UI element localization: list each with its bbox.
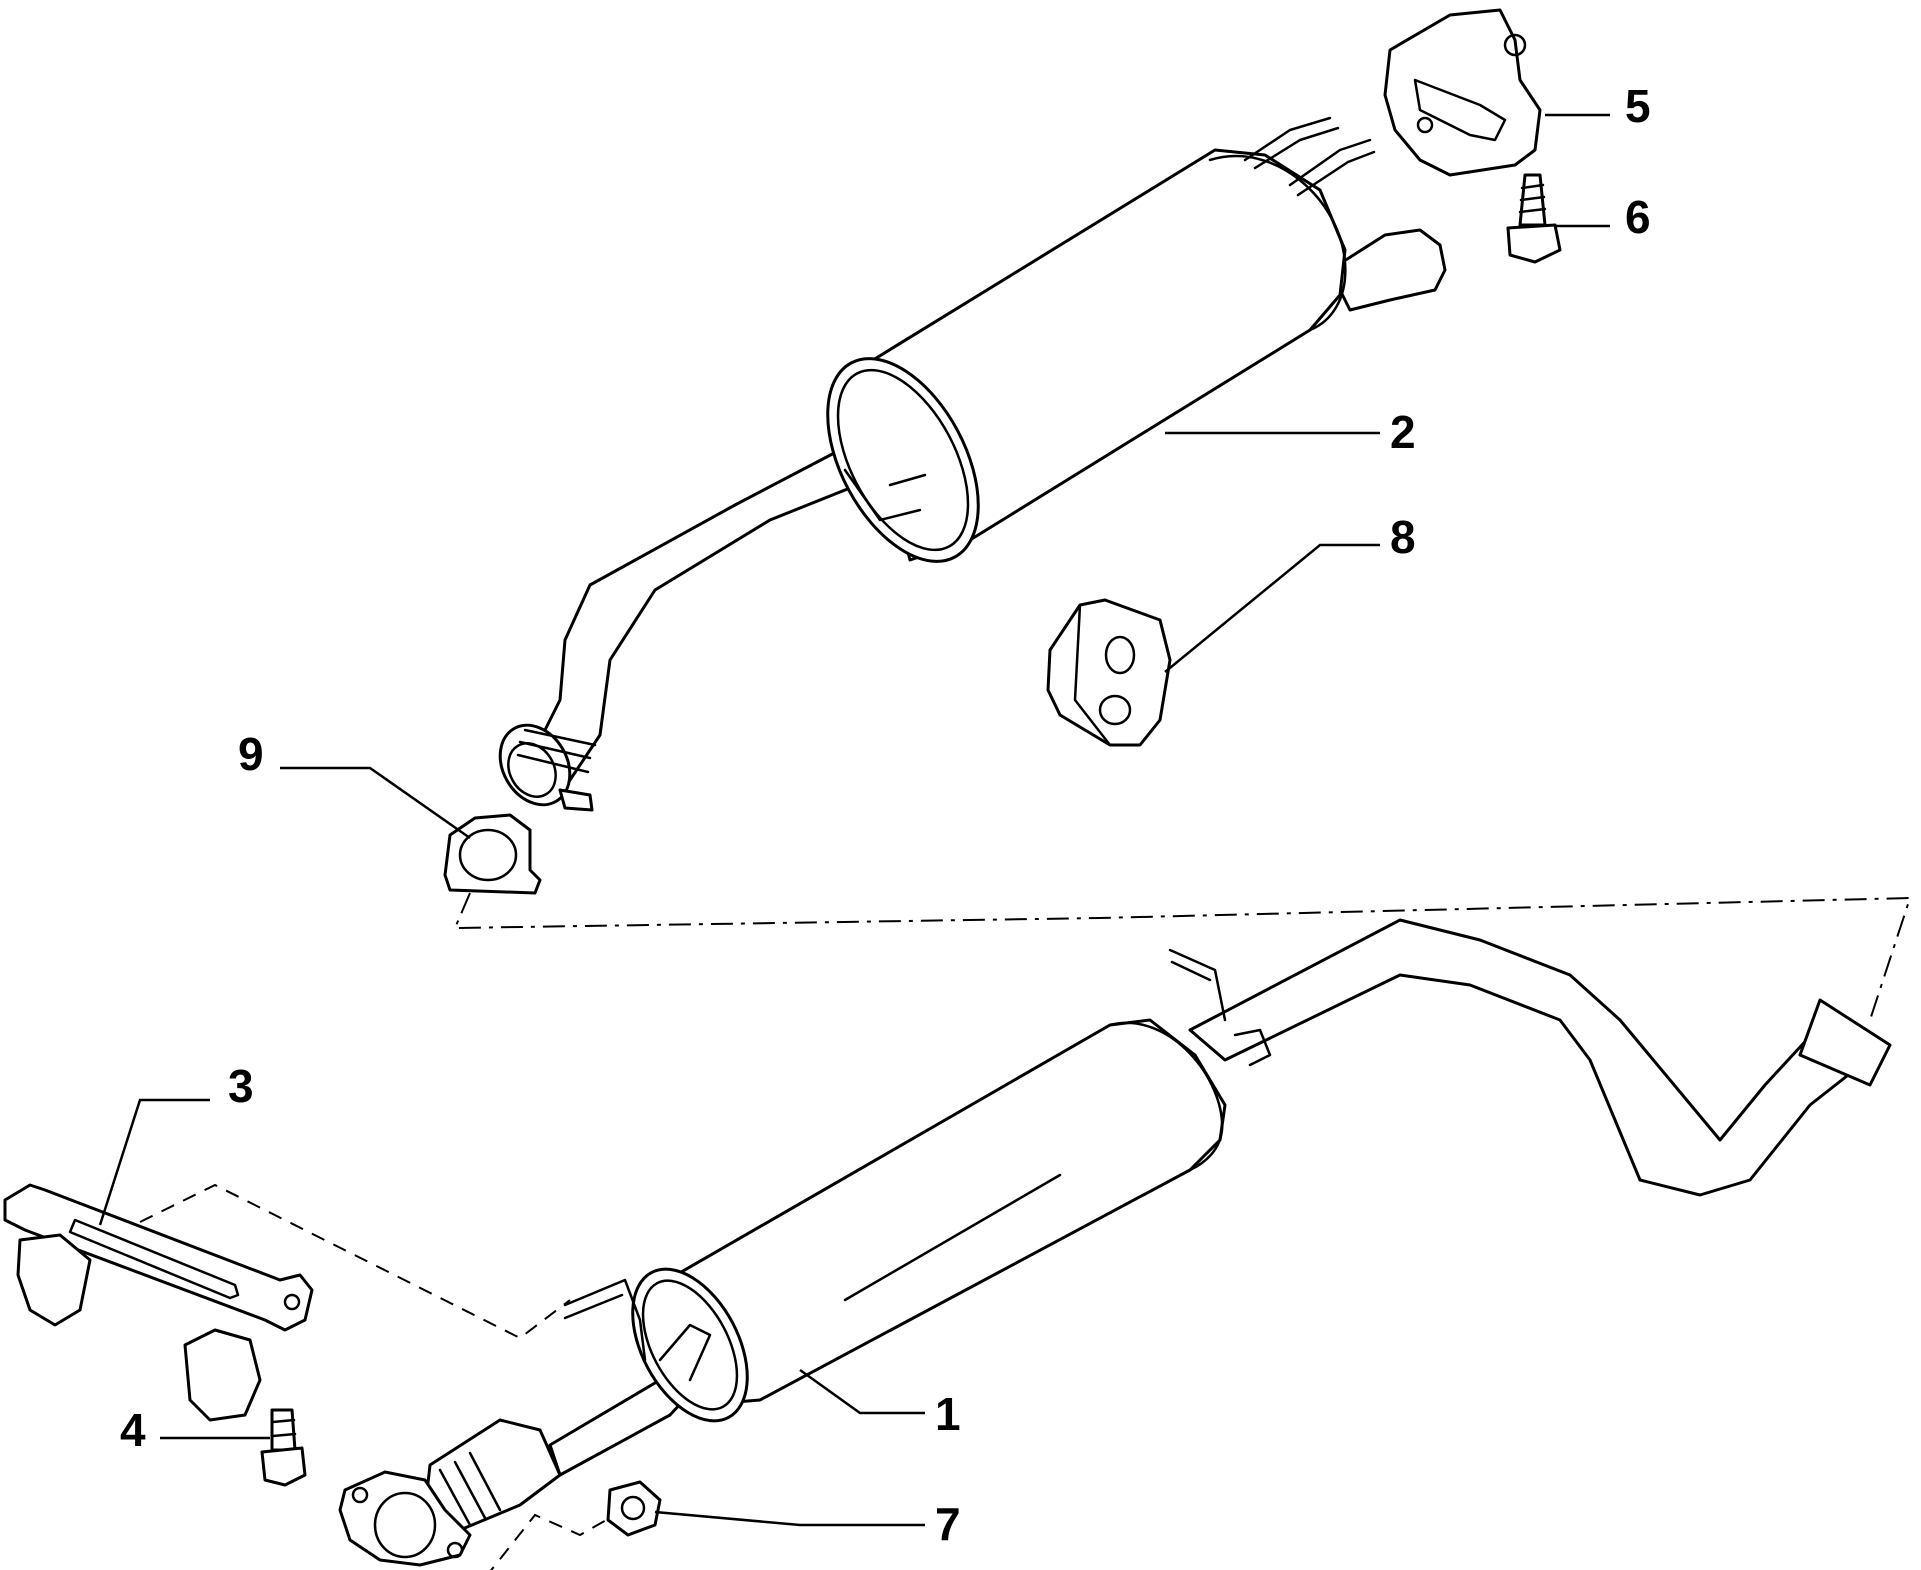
callout-6: 6 [1625,191,1651,243]
rubber-mount [1046,598,1172,747]
mounting-screw-head [1506,223,1562,264]
front-pipe-flange-bore [373,1491,437,1559]
hanger-bracket-bolt-hole [1416,116,1434,134]
dashdot-line-9-to-tailpipe [453,892,1912,1021]
front-muffler-end-cap [631,1267,749,1423]
rear-muffler-clamp-ribs [516,728,597,774]
front-muffler-highlight [843,1173,1062,1302]
assembly-lines [139,892,1912,1570]
bracket-bolt [260,1408,307,1487]
rear-muffler-inlet-bore [507,742,557,798]
leader-line-1 [799,1368,925,1415]
hex-nut-bore [620,1495,646,1521]
front-pipe-hanger-rod [563,1278,647,1362]
rear-muffler-end-seam [836,368,970,552]
front-pipe-flange-hole-2 [446,1541,464,1559]
front-pipe-tailpipe [1188,918,1882,1197]
support-bracket-clamp-left [16,1233,92,1327]
callout-1: 1 [935,1388,961,1440]
hanger-bracket-hole [1503,33,1527,57]
front-muffler-end-seam [641,1279,739,1411]
front-muffler-far-seam [1108,1021,1224,1172]
callout-8: 8 [1390,511,1416,563]
leader-line-3 [98,1098,210,1226]
support-bracket-slot [68,1218,240,1300]
front-pipe-hanger-rod-rear [1168,948,1227,1022]
rear-muffler-stub-pipe [843,468,927,522]
bracket-bolt-head [260,1446,307,1487]
bracket-bolt-shank [270,1408,297,1452]
front-pipe-flange-hole-1 [351,1486,369,1504]
rubber-mount-edge [1073,603,1112,747]
mounting-screw-thread [1518,183,1547,214]
gasket [443,813,542,895]
leader-lines [98,113,1610,1527]
callout-4: 4 [120,1404,146,1456]
rear-muffler [498,116,1447,812]
callout-5: 5 [1625,80,1651,132]
callout-3: 3 [228,1060,254,1112]
mounting-screw [1506,173,1562,264]
front-pipe-stub [658,1323,712,1382]
hanger-bracket-slot [1413,78,1507,142]
rubber-mount-hole-top [1104,635,1136,675]
callout-numbers: 1 2 3 4 5 6 7 8 9 [120,80,1651,1550]
rear-muffler-clamp-bolt [558,788,594,812]
leader-line-9 [280,766,471,840]
leader-line-7 [654,1510,925,1527]
hanger-bracket-body [1383,8,1542,177]
dash-line-7-to-flange [490,1513,616,1570]
gasket-bore [458,828,518,882]
rear-muffler-hanger-rod-2 [1288,138,1376,197]
front-pipe-tail-end [1798,998,1892,1087]
hex-nut [606,1480,662,1537]
hanger-bracket [1383,8,1542,177]
bracket-bolt-thread [271,1418,297,1438]
support-bracket-clamp-right [183,1328,262,1422]
front-pipe-flex-ribs [438,1451,502,1527]
support-bracket [3,1183,314,1422]
dash-line-3-to-pipe [139,1183,571,1340]
rear-muffler-far-seam [1208,154,1347,332]
front-pipe-muffler [338,918,1892,1567]
front-pipe-bracket [1233,1028,1272,1067]
rear-muffler-end-cap [826,357,980,563]
callout-2: 2 [1390,406,1416,458]
support-bracket-hole-right [283,1293,301,1311]
rubber-mount-hole-bottom [1098,694,1132,726]
support-bracket-plate [3,1183,314,1332]
rear-muffler-hanger-rod-1 [1243,116,1340,170]
callout-9: 9 [238,728,264,780]
hex-nut-body [606,1480,662,1537]
rear-muffler-tail-pipe [1328,228,1447,312]
leader-line-8 [1164,543,1380,673]
callout-7: 7 [935,1498,961,1550]
